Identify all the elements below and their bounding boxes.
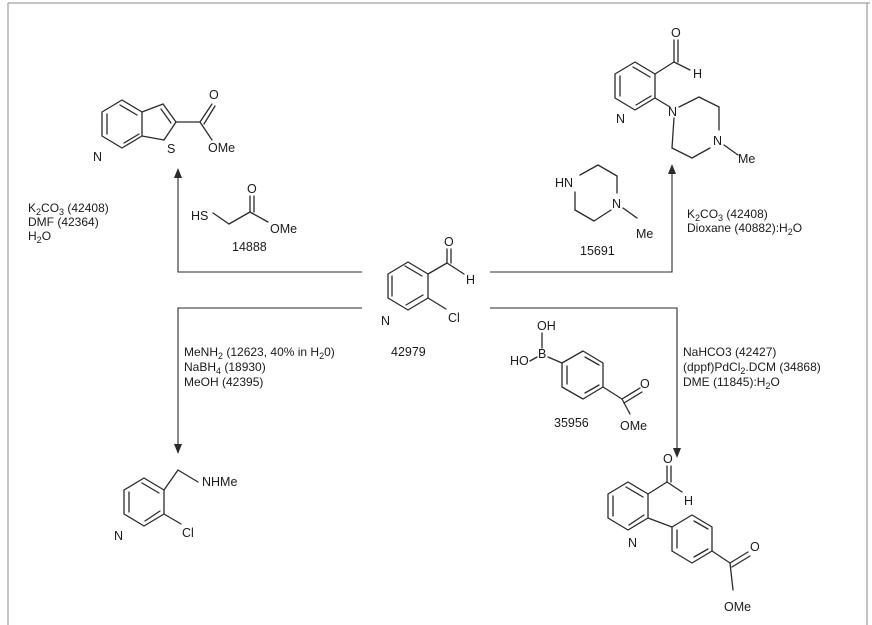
piperazine-condition-line1: K2CO3 (42408)	[687, 207, 768, 223]
aminomethyl-ring-nitrogen: N	[114, 529, 123, 543]
suzuki-condition-line1: NaHCO3 (42427)	[683, 345, 776, 359]
thioglycolate-carbonyl-oxygen: O	[247, 182, 257, 196]
thiophene-condition-line3: H2O	[28, 229, 51, 245]
piperazine-hn: HN	[555, 176, 573, 190]
biaryl-aldehyde-hydrogen: H	[684, 494, 693, 508]
reagent-methyl-thioglycolate: HS O OMe 14888	[191, 182, 297, 254]
product-thienopyridine: N S O OMe	[93, 88, 235, 164]
piperazinyl-methyl: Me	[738, 152, 755, 166]
piperazinyl-nitrogen-1: N	[668, 105, 677, 119]
boronic-boron: B	[538, 347, 546, 361]
product-piperazinyl-aldehyde: O H N N N Me	[614, 26, 755, 166]
conditions-piperazine: K2CO3 (42408) Dioxane (40882):H2O	[687, 207, 802, 237]
aminomethyl-chloro: Cl	[182, 526, 194, 540]
piperazinyl-aldehyde-hydrogen: H	[693, 67, 702, 81]
thienopyridine-nitrogen: N	[93, 150, 102, 164]
center-compound-id: 42979	[391, 345, 426, 359]
thiophene-condition-line1: K2CO3 (42408)	[28, 201, 109, 217]
suzuki-condition-line3: DME (11845):H2O	[683, 375, 780, 391]
center-aldehyde-oxygen: O	[444, 235, 454, 249]
center-molecule: O H N Cl 42979	[381, 235, 475, 359]
piperazinyl-ring-nitrogen: N	[616, 112, 625, 126]
reaction-arrows	[174, 164, 681, 458]
conditions-thiophene: K2CO3 (42408) DMF (42364) H2O	[28, 201, 109, 245]
conditions-suzuki: NaHCO3 (42427) (dppf)PdCl2.DCM (34868) D…	[683, 345, 821, 391]
biaryl-methoxy: OMe	[724, 600, 751, 614]
product-biaryl-aldehyde: O H N O OMe	[607, 452, 760, 614]
biaryl-carbonyl-oxygen: O	[750, 540, 760, 554]
frame	[7, 2, 870, 625]
center-chloro: Cl	[448, 311, 460, 325]
center-ring-nitrogen: N	[381, 314, 390, 328]
thienopyridine-sulfur: S	[167, 142, 175, 156]
boronic-methoxy: OMe	[620, 419, 647, 433]
boronic-hydroxyl-top: OH	[537, 319, 556, 333]
piperazine-nitrogen: N	[612, 197, 621, 211]
thioglycolate-methoxy: OMe	[270, 222, 297, 236]
piperazine-methyl: Me	[636, 227, 653, 241]
amination-condition-line1: MeNH2 (12623, 40% in H20)	[184, 345, 335, 361]
aminomethyl-nhme: NHMe	[202, 475, 237, 489]
suzuki-condition-line2: (dppf)PdCl2.DCM (34868)	[683, 360, 821, 376]
product-aminomethylpyridine: NHMe N Cl	[114, 469, 237, 543]
amination-condition-line3: MeOH (42395)	[184, 375, 263, 389]
amination-condition-line2: NaBH4 (18930)	[184, 360, 266, 376]
biaryl-aldehyde-oxygen: O	[663, 452, 673, 466]
conditions-amination: MeNH2 (12623, 40% in H20) NaBH4 (18930) …	[184, 345, 335, 389]
thienopyridine-methoxy: OMe	[208, 141, 235, 155]
piperazine-compound-id: 15691	[580, 244, 615, 258]
reagent-n-methylpiperazine: HN N Me 15691	[555, 164, 653, 258]
boronic-hydroxyl-left: HO	[510, 354, 529, 368]
center-aldehyde-hydrogen: H	[466, 273, 475, 287]
thioglycolate-thiol: HS	[191, 209, 208, 223]
reagent-boronic-acid: OH HO B O OMe 35956	[510, 319, 650, 433]
thienopyridine-carbonyl-oxygen: O	[209, 88, 219, 102]
piperazine-condition-line2: Dioxane (40882):H2O	[687, 221, 802, 237]
thioglycolate-compound-id: 14888	[232, 240, 267, 254]
thiophene-condition-line2: DMF (42364)	[28, 215, 99, 229]
boronic-compound-id: 35956	[554, 416, 589, 430]
biaryl-ring-nitrogen: N	[628, 536, 637, 550]
piperazinyl-aldehyde-oxygen: O	[671, 26, 681, 40]
boronic-carbonyl-oxygen: O	[640, 377, 650, 391]
piperazinyl-nitrogen-4: N	[713, 134, 722, 148]
